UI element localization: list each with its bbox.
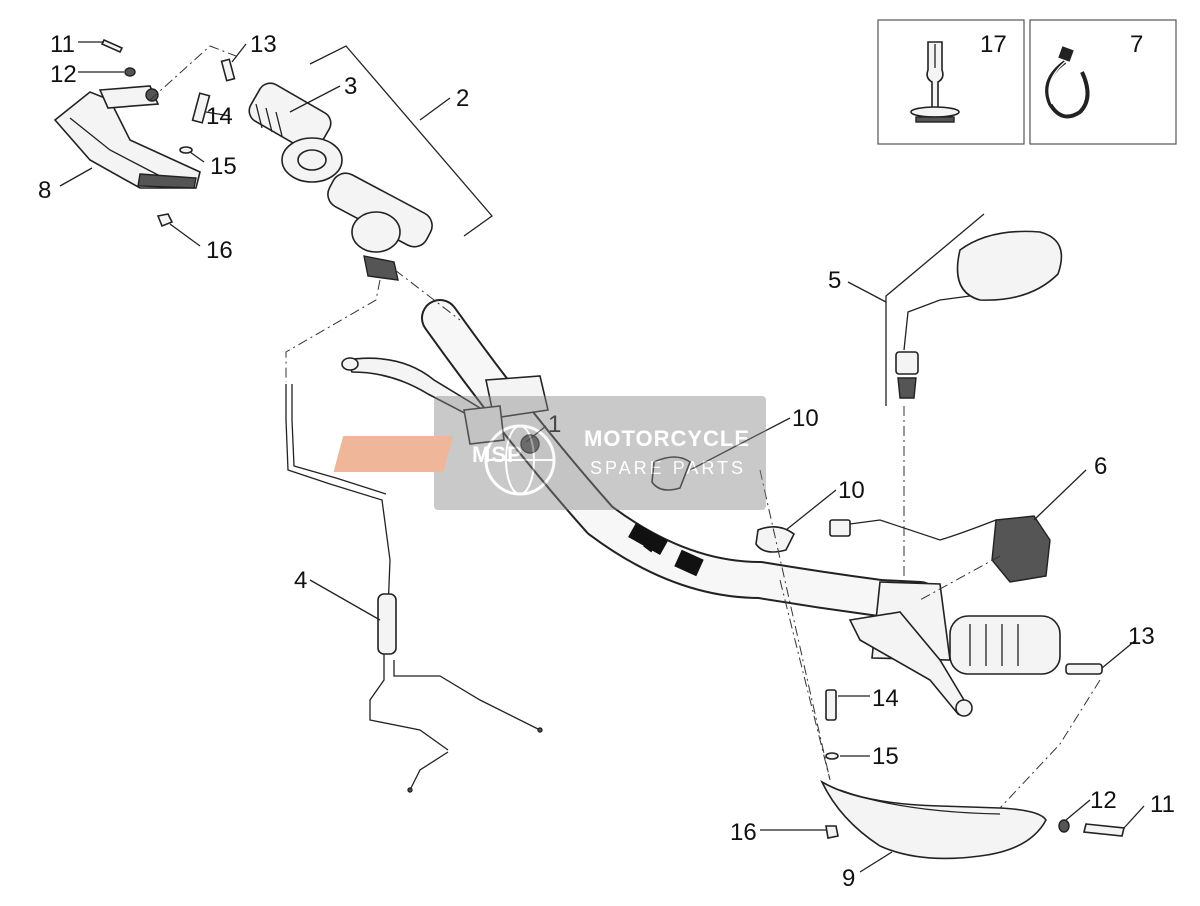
cable-tie-icon	[1045, 46, 1090, 119]
mirror-5	[895, 230, 1063, 399]
callout-15-left: 15	[210, 153, 237, 180]
callout-3: 3	[344, 73, 357, 100]
watermark-subtitle: SPARE PARTS	[590, 458, 746, 478]
callout-10-upper: 10	[792, 405, 819, 432]
inset-label-7: 7	[1130, 31, 1143, 58]
clip-10-upper	[651, 456, 691, 491]
left-washer-12	[124, 67, 136, 77]
callout-14-left: 14	[206, 103, 233, 130]
right-washer-12	[1058, 819, 1070, 833]
callout-15-right: 15	[872, 743, 899, 770]
callout-5: 5	[828, 267, 841, 294]
watermark: MSP MOTORCYCLE SPARE PARTS	[333, 396, 766, 510]
callout-1: 1	[548, 411, 561, 438]
left-nut-16	[156, 213, 174, 228]
inset-box-part-17: 17	[877, 19, 1025, 145]
right-bolt-11	[1083, 823, 1125, 837]
leader-lines	[59, 41, 1145, 873]
right-washer-15	[825, 752, 839, 760]
left-grip-3	[248, 82, 343, 183]
callout-2: 2	[456, 85, 469, 112]
watermark-logo: MSP	[472, 442, 523, 467]
right-switch-6	[829, 515, 1051, 583]
callout-14-right: 14	[872, 685, 899, 712]
callout-16-left: 16	[206, 237, 233, 264]
left-screw-14	[191, 92, 211, 124]
callout-13-right: 13	[1128, 623, 1155, 650]
callout-11-right: 11	[1150, 791, 1175, 818]
callout-6: 6	[1094, 453, 1107, 480]
right-screw-14	[825, 689, 837, 721]
callout-10-lower: 10	[838, 477, 865, 504]
right-nut-16	[825, 825, 839, 839]
master-cylinder	[463, 375, 549, 454]
throttle-assembly-2	[327, 172, 433, 281]
callout-16-right: 16	[730, 819, 757, 846]
push-rivet-icon	[910, 41, 960, 123]
right-grip	[949, 615, 1061, 675]
callout-12-right: 12	[1090, 787, 1117, 814]
left-bar-end-13	[220, 58, 236, 82]
callout-13-left: 13	[250, 31, 277, 58]
clip-10-lower	[755, 526, 796, 553]
callout-12-left: 12	[50, 61, 77, 88]
callout-4: 4	[294, 567, 307, 594]
left-hand-guard	[53, 85, 201, 189]
right-control-housing	[848, 581, 973, 717]
callout-11-left: 11	[50, 31, 75, 58]
left-washer-15	[179, 146, 193, 154]
inset-label-17: 17	[980, 31, 1007, 58]
right-bar-end-13	[1065, 663, 1103, 675]
callout-9: 9	[842, 865, 855, 892]
throttle-cable-4	[285, 384, 543, 793]
right-hand-guard-9	[820, 780, 1047, 860]
inset-box-part-7: 7	[1029, 19, 1177, 145]
callout-8: 8	[38, 177, 51, 204]
watermark-title: MOTORCYCLE	[584, 426, 750, 451]
left-bolt-11	[100, 38, 124, 54]
globe-logo-icon	[484, 424, 556, 496]
